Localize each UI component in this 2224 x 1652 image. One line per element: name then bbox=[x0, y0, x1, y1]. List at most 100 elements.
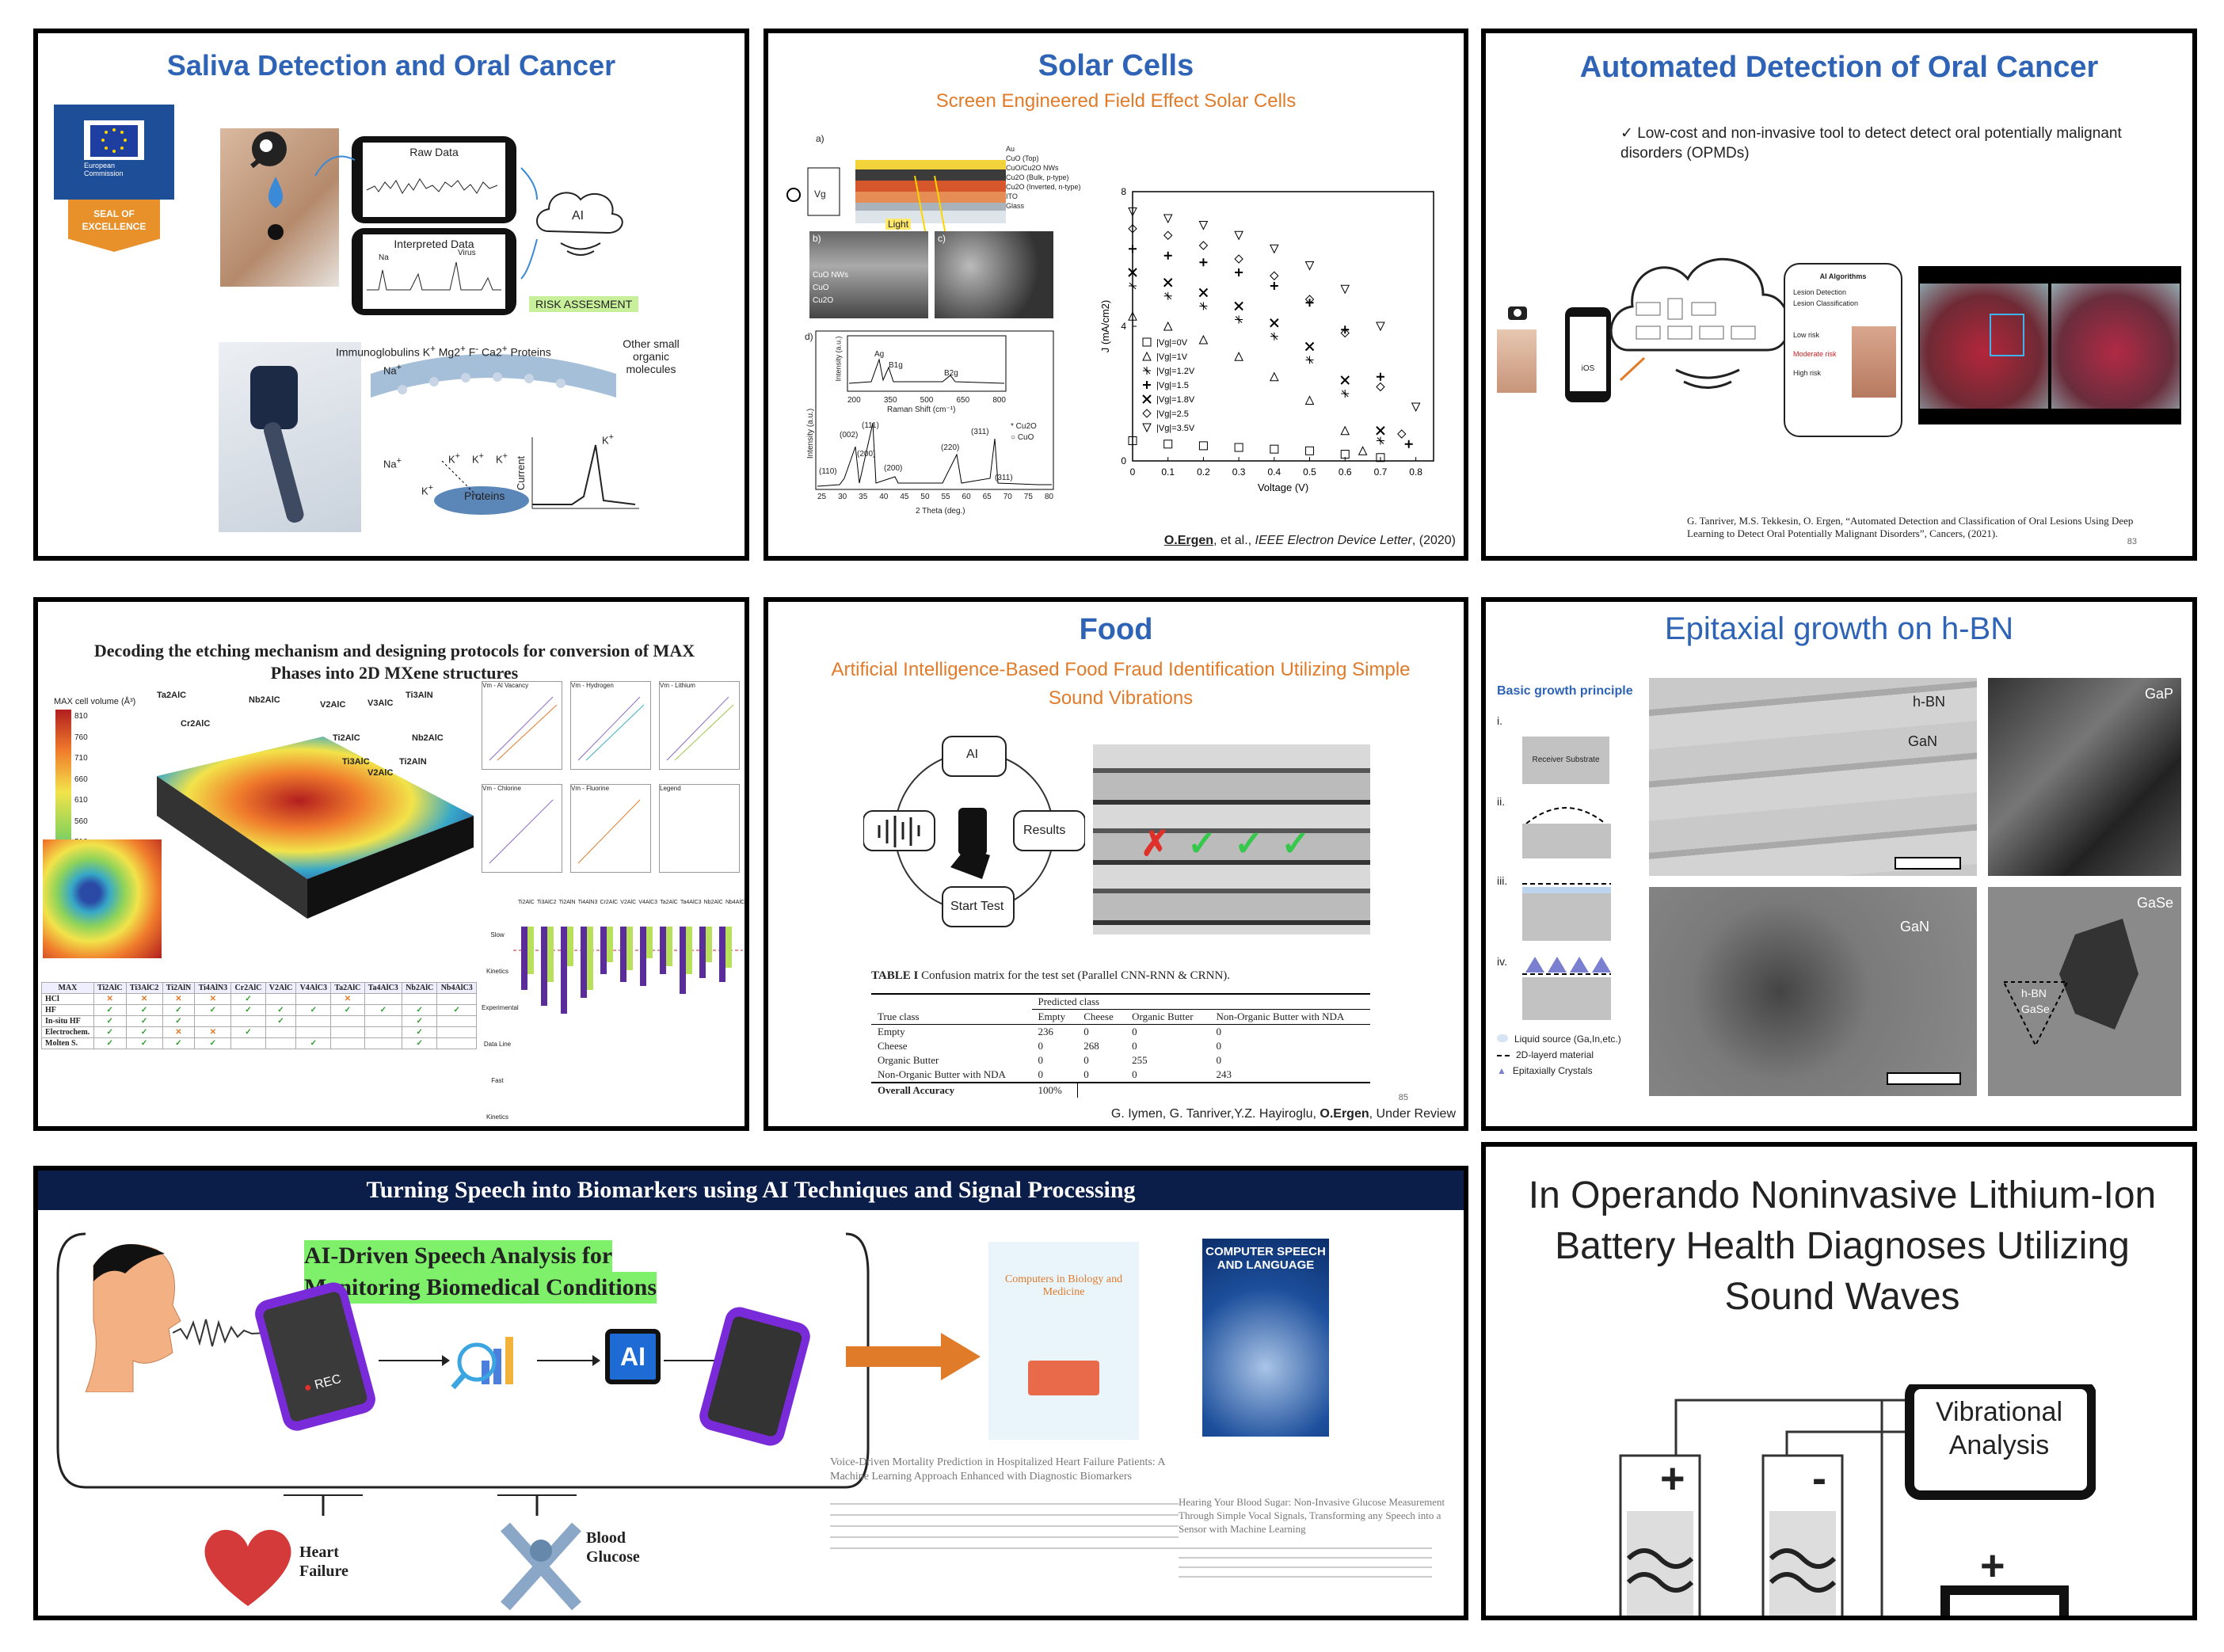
xrd-peak-002: (002) bbox=[840, 431, 859, 440]
sem-label: GaSe bbox=[2021, 1003, 2050, 1015]
table-cell: 0 bbox=[1132, 1026, 1137, 1037]
check-icon: ✓ bbox=[330, 1004, 365, 1016]
check-icon: ✓ bbox=[401, 1026, 438, 1038]
panel-letter-a: a) bbox=[816, 133, 824, 144]
empty-cell bbox=[364, 993, 403, 1005]
y-tick-label: 8 bbox=[1121, 186, 1126, 197]
step-2-diagram bbox=[1522, 807, 1611, 858]
colorbar-tick: 560 bbox=[74, 816, 88, 826]
data-point bbox=[1234, 352, 1243, 361]
data-point bbox=[1199, 258, 1208, 267]
phone-ios: iOS bbox=[1565, 307, 1611, 402]
data-point bbox=[1198, 287, 1209, 298]
data-point bbox=[1143, 381, 1151, 389]
connector-arrows bbox=[314, 155, 538, 280]
risk-low: Low risk bbox=[1793, 331, 1820, 339]
data-point bbox=[1340, 425, 1350, 436]
table-row: In-situ HF✓✓✓✓✓ bbox=[41, 1015, 477, 1027]
xrd-tick: 50 bbox=[920, 493, 930, 501]
empty-cell bbox=[330, 1026, 365, 1038]
data-point bbox=[1128, 207, 1137, 217]
xrd-tick: 40 bbox=[879, 493, 889, 501]
bar-category: Cr2AlC bbox=[600, 900, 619, 905]
battery-minus-sign: - bbox=[1812, 1455, 1826, 1502]
accuracy-value: 100% bbox=[1031, 1083, 1078, 1098]
sem-label-cu2o: Cu2O bbox=[813, 296, 834, 305]
check-icon: ✓ bbox=[295, 1004, 332, 1016]
table-cell: 0 bbox=[1132, 1040, 1137, 1052]
panel-battery: In Operando Noninvasive Lithium-Ion Batt… bbox=[1481, 1142, 2197, 1620]
empty-cell bbox=[330, 1037, 365, 1049]
data-point bbox=[1235, 268, 1243, 276]
na-label: Na bbox=[379, 253, 389, 262]
data-point bbox=[1142, 337, 1152, 347]
xrd-tick: 65 bbox=[982, 493, 992, 501]
empty-cell bbox=[436, 993, 477, 1005]
empty-cell bbox=[436, 1026, 477, 1038]
bar-axis-label: Fast Kinetics bbox=[486, 1077, 508, 1121]
empty-cell bbox=[265, 1026, 297, 1038]
data-point bbox=[1270, 444, 1279, 454]
speaking-face-icon bbox=[85, 1243, 181, 1392]
bullet-item: ✓ Low-cost and non-invasive tool to dete… bbox=[1620, 124, 2127, 163]
xrd-plot bbox=[815, 330, 1054, 490]
data-point bbox=[1304, 395, 1315, 405]
paper-1-lines bbox=[830, 1503, 1179, 1551]
xrd-peak-200a: (200) bbox=[857, 450, 876, 459]
panel-solar: Solar Cells Screen Engineered Field Effe… bbox=[764, 29, 1468, 561]
panel-food: Food Artificial Intelligence-Based Food … bbox=[764, 597, 1468, 1131]
plot-frame bbox=[1132, 191, 1434, 462]
check-icon: ✓ bbox=[265, 1015, 297, 1027]
y-axis-label: J (mA/cm2) bbox=[1099, 300, 1111, 352]
stack-label-cuo-top: CuO (Top) bbox=[1006, 154, 1039, 162]
raman-tick: 350 bbox=[883, 396, 897, 405]
table-cell: 0 bbox=[1083, 1054, 1089, 1066]
bar-category: Ti2AlC bbox=[518, 900, 535, 905]
arrow-2 bbox=[537, 1355, 600, 1366]
data-point bbox=[1163, 251, 1172, 260]
interpreted-signal-trace bbox=[367, 261, 501, 291]
journal-name: Computers in Biology and Medicine bbox=[1004, 1273, 1123, 1298]
cross-icon: ✕ bbox=[125, 993, 163, 1005]
monitor-label: Vibrational Analysis bbox=[1935, 1397, 2063, 1460]
risk-moderate: Moderate risk bbox=[1793, 350, 1837, 358]
molecule-diagram bbox=[371, 354, 616, 515]
bracket-frame bbox=[56, 1232, 870, 1489]
light-label: Light bbox=[885, 219, 912, 230]
molecule-label-proteins: Proteins bbox=[510, 345, 551, 359]
empty-cell bbox=[194, 1015, 232, 1027]
cloud-ai-label: AI bbox=[572, 209, 585, 223]
panel-subtitle: Screen Engineered Field Effect Solar Cel… bbox=[935, 90, 1297, 112]
data-point bbox=[1376, 322, 1385, 332]
sem-label: GaN bbox=[1907, 733, 1937, 749]
data-point bbox=[1163, 440, 1173, 449]
cross-icon: ✕ bbox=[194, 1026, 232, 1038]
data-point bbox=[1234, 301, 1243, 311]
solar-citation: O.Ergen, et al., IEEE Electron Device Le… bbox=[1163, 534, 1456, 547]
data-point bbox=[1411, 402, 1421, 413]
surface-label: Ti3AlN bbox=[406, 691, 433, 700]
xrd-tick: 60 bbox=[962, 493, 971, 501]
data-point bbox=[1376, 372, 1384, 381]
panel-saliva: Saliva Detection and Oral Cancer Europea… bbox=[33, 29, 749, 561]
table-row: Electrochem.✓✓✕✕✓✓ bbox=[41, 1026, 477, 1038]
empty-cell bbox=[436, 1015, 477, 1027]
check-icon: ✓ bbox=[364, 1004, 403, 1016]
journal-cover-cbm: Computers in Biology and Medicine bbox=[988, 1242, 1139, 1440]
check-icon: ✓ bbox=[230, 1004, 266, 1016]
current-peak-plot bbox=[531, 437, 639, 509]
data-point bbox=[1340, 450, 1350, 459]
table-cell: 0 bbox=[1125, 1068, 1210, 1083]
surface-label: V3AlC bbox=[367, 698, 394, 708]
phone-raw-data: Raw Data bbox=[352, 136, 516, 223]
raman-tick: 650 bbox=[956, 396, 970, 405]
data-point bbox=[1270, 318, 1279, 328]
battery-plus-sign: + bbox=[1660, 1455, 1685, 1502]
k-label-2: K+ bbox=[472, 451, 484, 466]
subplot-title: Vm - Chlorine bbox=[482, 785, 521, 792]
panel-letter-d: d) bbox=[805, 331, 813, 342]
rec-label: REC bbox=[313, 1372, 343, 1393]
data-point bbox=[1235, 315, 1243, 324]
